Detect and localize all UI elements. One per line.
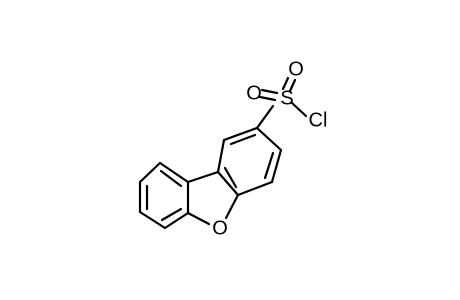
bond-furan-3 xyxy=(224,193,240,220)
bond-left-6 xyxy=(158,161,190,184)
bond-left-4 xyxy=(163,211,190,230)
bond-right-3 xyxy=(255,126,283,152)
bond-furan-4 xyxy=(186,211,211,226)
bond-ring-to-sulfur xyxy=(255,104,275,130)
double-bond-right-c xyxy=(223,166,238,189)
atom-label-chlorine: Cl xyxy=(309,109,328,131)
bond-right-5 xyxy=(236,180,274,197)
bond-right-2 xyxy=(222,126,259,142)
right-benzene-ring xyxy=(216,126,283,197)
double-bond-left-c xyxy=(159,169,183,188)
bond-sulfur-oxygen-top-2 xyxy=(288,78,297,93)
atom-label-sulfur: S xyxy=(280,87,293,109)
bond-left-3 xyxy=(138,210,167,230)
bond-furan-1 xyxy=(186,170,220,184)
bond-furan-2 xyxy=(216,170,240,197)
double-bond-left-b xyxy=(160,207,183,222)
double-bond-right-b xyxy=(263,151,275,180)
bond-sulfur-oxygen-top-1 xyxy=(281,76,290,91)
atom-label-oxygen-ring: O xyxy=(212,217,228,239)
double-bond-right-a xyxy=(229,133,257,146)
left-benzene-ring xyxy=(138,161,190,230)
bond-right-1 xyxy=(216,138,226,174)
sulfonyl-chloride-group xyxy=(255,76,308,130)
atom-label-oxygen-top: O xyxy=(288,58,304,80)
bond-sulfur-oxygen-left-1 xyxy=(260,88,279,95)
furan-ring xyxy=(186,170,240,226)
bond-right-4 xyxy=(270,148,283,184)
bond-sulfur-chlorine xyxy=(290,101,308,118)
bond-left-1 xyxy=(138,161,162,184)
atom-label-oxygen-left: O xyxy=(246,82,262,104)
bond-sulfur-oxygen-left-2 xyxy=(258,95,277,102)
